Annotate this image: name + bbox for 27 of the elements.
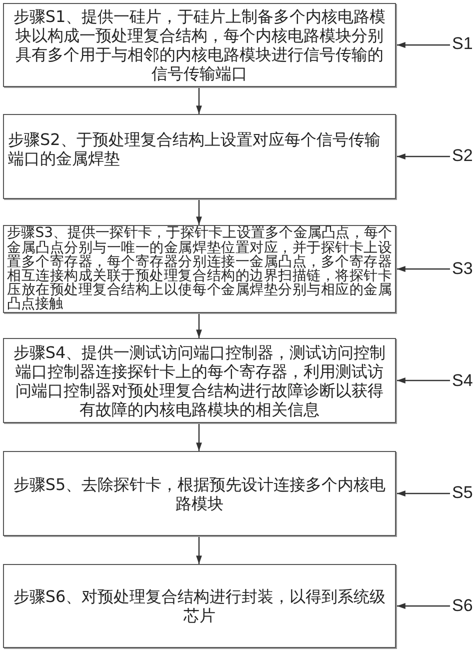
arrow: [196, 313, 202, 338]
arrow: [196, 423, 202, 451]
process-box: [3, 114, 396, 199]
arrow: [397, 42, 450, 48]
arrow: [196, 536, 202, 564]
step-label: S5: [452, 483, 473, 503]
step-text: 步骤S5、去除探针卡，根据预先设计连接多个内核电路模块: [13, 474, 386, 512]
arrow: [397, 154, 450, 160]
step-label: S2: [452, 146, 473, 166]
step-text: 步骤S1、提供一硅片，于硅片上制备多个内核电路模块以构成一预处理复合结构，每个内核电路模块分别具有多个用于与相邻的内核电路模块进行信号传输的信号传输端口: [13, 7, 386, 83]
step-text: 步骤S3、提供一探针卡，于探针卡上设置多个金属凸点，每个金属凸点分别与一唯一的金属焊垫位置对应，并于探针卡上设置多个寄存器，每个寄存器分别连接一金属凸点，多个寄存器相互连接构成关联于预处理复合结构的边界扫描链，将探针卡压放在预处理复合结构上以使每个金属焊垫分别与相应的金属凸点接触: [7, 225, 392, 312]
step-label: S4: [452, 371, 473, 391]
step-text: 步骤S6、对预处理复合结构进行封装，以得到系统级芯片: [13, 587, 386, 625]
step-label: S1: [452, 34, 473, 54]
process-box: [3, 338, 396, 423]
arrow: [397, 603, 450, 609]
arrow: [397, 490, 450, 496]
arrow: [397, 378, 450, 384]
arrow: [196, 199, 202, 225]
step-label: S3: [452, 259, 473, 279]
step-label: S6: [452, 596, 473, 616]
step-text: 步骤S2、于预处理复合结构上设置对应每个信号传输端口的金属焊垫: [8, 130, 380, 168]
process-box: [3, 564, 396, 648]
arrow: [397, 266, 450, 272]
process-box: [3, 451, 396, 536]
step-text: 步骤S4、提供一测试访问端口控制器，测试访问控制端口控制器连接探针卡上的每个寄存器，利用测试访问端口控制器对预处理复合结构进行故障诊断以获得有故障的内核电路模块的相关信息: [13, 342, 386, 418]
arrow: [196, 87, 202, 114]
